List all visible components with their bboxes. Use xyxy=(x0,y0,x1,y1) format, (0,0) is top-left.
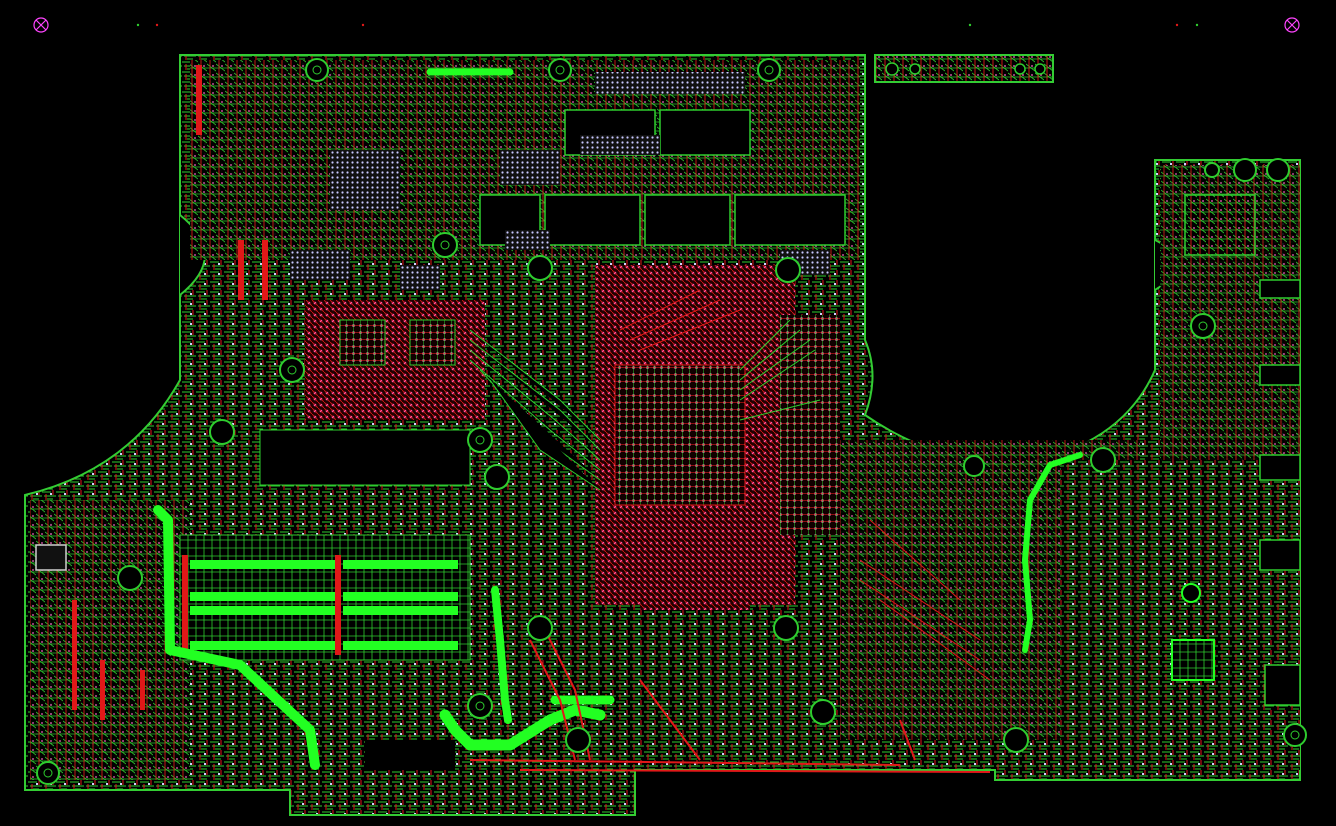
mounting-hole-icon xyxy=(565,727,591,753)
mounting-hole-icon xyxy=(36,761,60,785)
mounting-hole-icon xyxy=(885,62,899,76)
mounting-hole-icon xyxy=(1266,158,1290,182)
mounting-hole-icon xyxy=(467,693,493,719)
mounting-hole-icon xyxy=(773,615,799,641)
tiny-marker-dots xyxy=(136,23,1199,27)
bga-left-block-2 xyxy=(409,319,456,366)
daughter-board-strip xyxy=(874,54,1054,83)
mounting-hole-icon xyxy=(1204,162,1220,178)
central-bga-core xyxy=(614,364,746,506)
routing-region-bottom-right xyxy=(1060,460,1300,770)
mounting-hole-icon xyxy=(810,699,836,725)
mounting-hole-icon xyxy=(527,615,553,641)
bga-bottom-row xyxy=(640,550,750,610)
bga-left-array xyxy=(305,300,485,420)
mounting-hole-icon xyxy=(117,565,143,591)
mounting-hole-icon xyxy=(1034,63,1046,75)
power-plane-traces xyxy=(153,68,1083,770)
mounting-hole-icon xyxy=(209,419,235,445)
mounting-hole-icon xyxy=(467,427,493,453)
mounting-hole-icon xyxy=(963,455,985,477)
red-trace-bars-left xyxy=(72,65,268,720)
sim-card-socket xyxy=(35,544,67,571)
crossed-circle-icon xyxy=(1284,17,1300,33)
open-plane-left xyxy=(259,429,471,486)
mounting-hole-icon xyxy=(1190,313,1216,339)
mounting-hole-icon xyxy=(1283,723,1307,747)
mounting-holes xyxy=(36,58,1307,785)
mounting-hole-icon xyxy=(305,58,329,82)
mounting-hole-icon xyxy=(527,255,553,281)
mounting-hole-icon xyxy=(757,58,781,82)
bus-diagonal-red xyxy=(619,289,991,681)
open-plane-lower xyxy=(365,740,455,770)
bga-left-block-1 xyxy=(339,319,386,366)
mounting-hole-icon xyxy=(548,58,572,82)
mounting-hole-icon xyxy=(1090,447,1116,473)
mounting-hole-icon xyxy=(775,257,801,283)
memory-slot-region xyxy=(179,534,471,661)
mounting-hole-icon xyxy=(1003,727,1029,753)
power-stage-row xyxy=(290,72,846,290)
mounting-hole-icon xyxy=(279,357,305,383)
bus-diagonal-traces xyxy=(469,319,821,491)
mounting-hole-icon xyxy=(1181,583,1201,603)
grid-chip-right xyxy=(1171,639,1215,681)
mounting-hole-icon xyxy=(909,63,921,75)
mounting-hole-icon xyxy=(484,464,510,490)
mounting-hole-icon xyxy=(1014,63,1026,75)
right-bga-column xyxy=(780,315,840,535)
mounting-hole-icon xyxy=(1233,158,1257,182)
crossed-circle-icon xyxy=(33,17,49,33)
mounting-hole-icon xyxy=(432,232,458,258)
right-io-connectors xyxy=(1184,194,1301,706)
